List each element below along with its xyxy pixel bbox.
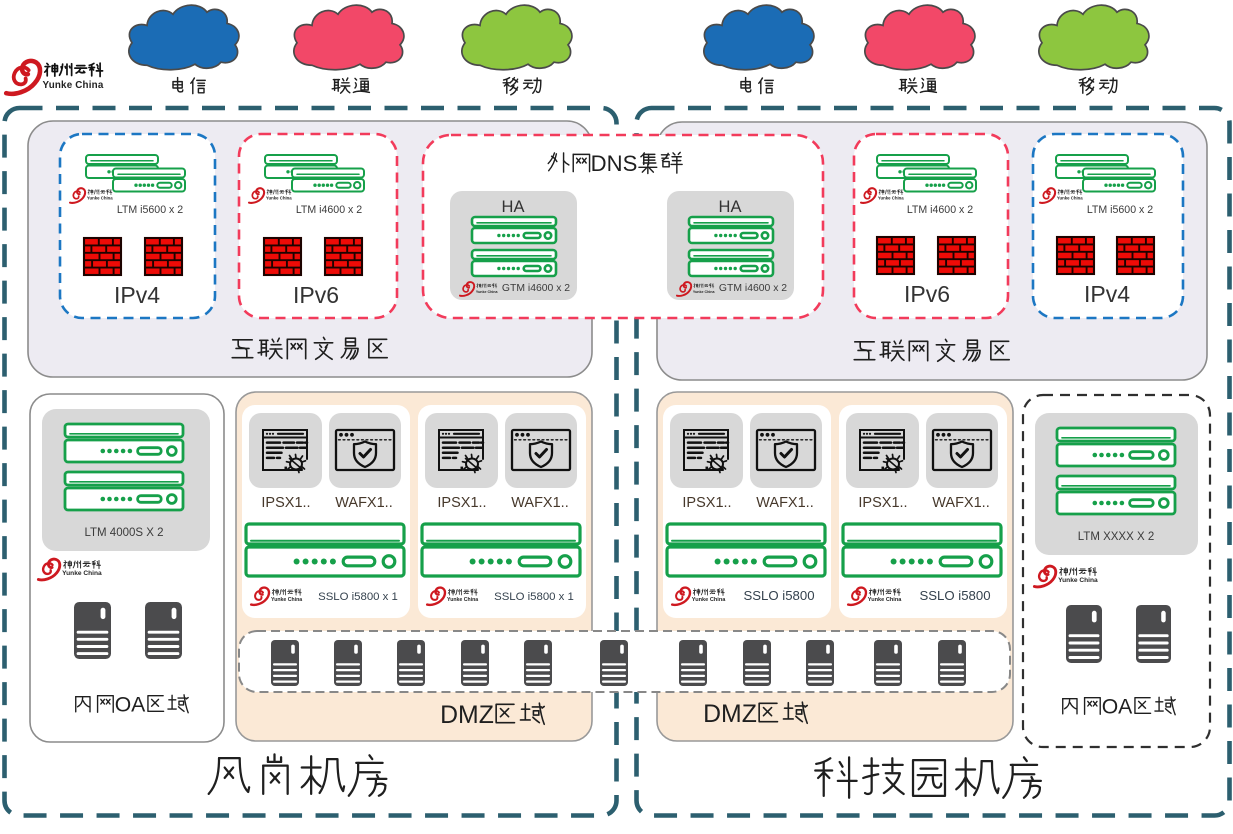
svg-text:Yunke China: Yunke China [692,597,726,603]
svg-text:Yunke China: Yunke China [266,196,292,201]
svg-text:Yunke China: Yunke China [878,196,904,201]
svg-text:LTM 4000S X 2: LTM 4000S X 2 [84,527,163,539]
svg-text:IPSX1..: IPSX1.. [437,495,486,511]
svg-text:LTM i4600 x 2: LTM i4600 x 2 [296,204,362,216]
svg-text:HA: HA [719,198,742,216]
svg-text:WAFX1..: WAFX1.. [756,495,813,511]
svg-text:IPSX1..: IPSX1.. [261,495,310,511]
svg-text:OA: OA [115,694,146,717]
svg-text:IPSX1..: IPSX1.. [682,495,731,511]
svg-text:Yunke China: Yunke China [693,290,716,294]
svg-text:IPv4: IPv4 [114,282,160,308]
svg-text:LTM XXXX X 2: LTM XXXX X 2 [1078,531,1154,543]
svg-text:GTM i4600 x 2: GTM i4600 x 2 [502,283,570,294]
svg-text:Yunke China: Yunke China [87,196,113,201]
svg-text:Yunke China: Yunke China [1057,196,1083,201]
svg-text:WAFX1..: WAFX1.. [511,495,568,511]
svg-text:DMZ: DMZ [440,702,494,729]
svg-text:WAFX1..: WAFX1.. [932,495,989,511]
svg-text:SSLO i5800: SSLO i5800 [919,588,990,603]
svg-text:SSLO i5800 x 1: SSLO i5800 x 1 [494,591,574,603]
svg-text:Yunke China: Yunke China [43,80,104,91]
svg-text:LTM i4600 x 2: LTM i4600 x 2 [907,204,973,216]
svg-text:GTM i4600 x 2: GTM i4600 x 2 [719,283,787,294]
svg-text:HA: HA [502,198,525,216]
svg-text:LTM i5600 x 2: LTM i5600 x 2 [117,204,183,216]
svg-text:SSLO i5800: SSLO i5800 [743,588,814,603]
svg-text:IPv6: IPv6 [293,282,339,308]
svg-text:SSLO i5800 x 1: SSLO i5800 x 1 [318,591,398,603]
svg-text:LTM i5600 x 2: LTM i5600 x 2 [1087,204,1153,216]
svg-text:Yunke China: Yunke China [447,597,478,603]
svg-text:DMZ: DMZ [703,701,757,728]
svg-text:IPv4: IPv4 [1084,281,1130,307]
svg-text:IPSX1..: IPSX1.. [858,495,907,511]
svg-text:Yunke China: Yunke China [476,290,499,294]
svg-text:DNS: DNS [591,151,638,176]
svg-text:Yunke China: Yunke China [1058,577,1098,584]
svg-text:WAFX1..: WAFX1.. [335,495,392,511]
svg-text:OA: OA [1102,696,1133,719]
svg-text:IPv6: IPv6 [904,281,950,307]
svg-text:Yunke China: Yunke China [868,597,902,603]
svg-text:Yunke China: Yunke China [271,597,302,603]
svg-text:Yunke China: Yunke China [62,570,102,577]
